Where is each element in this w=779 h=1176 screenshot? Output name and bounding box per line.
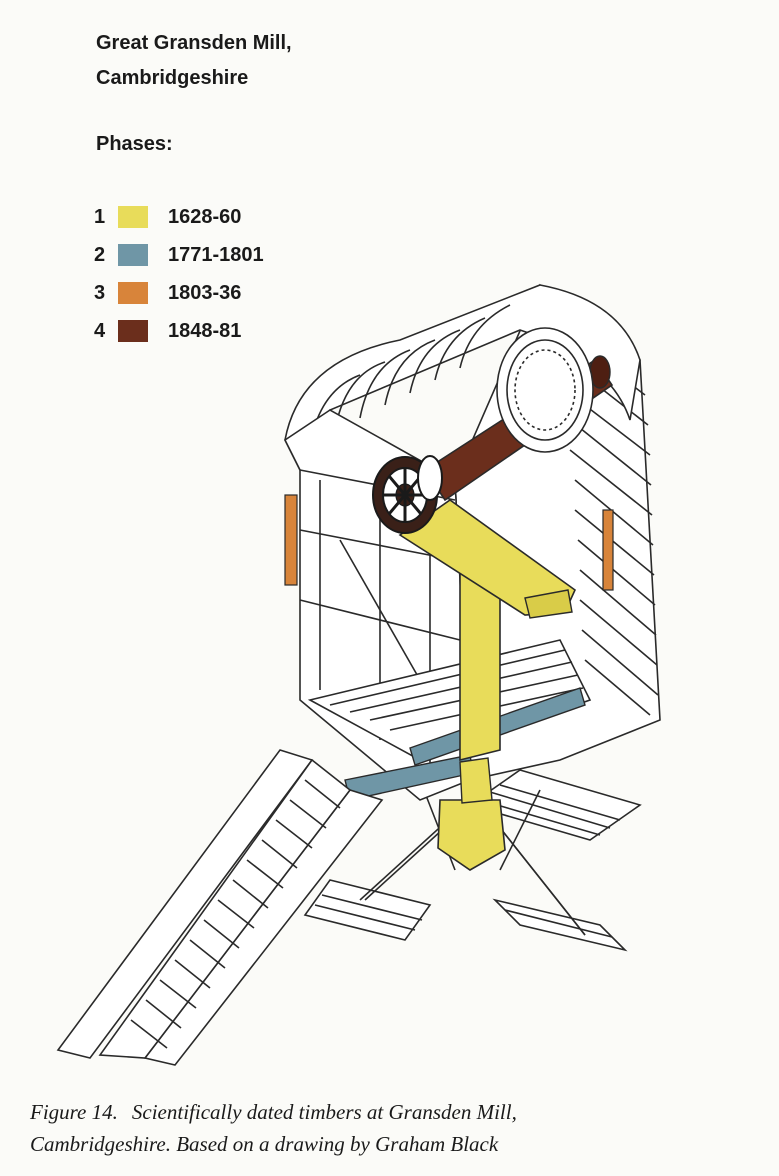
legend-number: 3: [94, 281, 106, 304]
legend-row-phase-3: 3 1803-36: [94, 279, 264, 307]
legend-dates: 1771-1801: [168, 243, 264, 266]
title-line-2: Cambridgeshire: [96, 67, 249, 89]
phase-legend: 1 1628-60 2 1771-1801 3 1803-36 4 1848-8…: [94, 203, 264, 355]
legend-swatch-phase-1: [118, 206, 148, 228]
canister-wheel: [372, 455, 443, 534]
caption-line-2: Cambridgeshire. Based on a drawing by Gr…: [30, 1132, 499, 1156]
legend-dates: 1628-60: [168, 205, 242, 228]
trestle-base: [303, 769, 642, 952]
ladder: [56, 749, 384, 1066]
legend-number: 4: [94, 319, 106, 342]
figure-label: Figure 14.: [30, 1100, 118, 1124]
legend-number: 2: [94, 243, 106, 266]
brake-wheel: [496, 327, 594, 453]
legend-swatch-phase-3: [118, 282, 148, 304]
legend-swatch-phase-2: [118, 244, 148, 266]
diagram-title: Great Gransden Mill, Cambridgeshire: [96, 26, 292, 96]
title-line-1: Great Gransden Mill,: [96, 32, 292, 54]
legend-number: 1: [94, 205, 106, 228]
legend-row-phase-1: 1 1628-60: [94, 203, 264, 231]
side-timber-left-phase-3: [284, 494, 298, 586]
legend-swatch-phase-4: [118, 320, 148, 342]
legend-row-phase-4: 4 1848-81: [94, 317, 264, 345]
main-post-base: [437, 799, 506, 871]
caption-line-1: Scientifically dated timbers at Gransden…: [131, 1100, 517, 1124]
legend-dates: 1803-36: [168, 281, 242, 304]
legend-title: Phases:: [96, 133, 173, 155]
legend-row-phase-2: 2 1771-1801: [94, 241, 264, 269]
crown-tree-end-phase-1: [524, 589, 573, 619]
side-timber-right-phase-3: [602, 509, 614, 591]
figure-caption: Figure 14. Scientifically dated timbers a…: [30, 1096, 750, 1160]
main-post-lower-phase-1: [459, 757, 493, 804]
legend-dates: 1848-81: [168, 319, 242, 342]
